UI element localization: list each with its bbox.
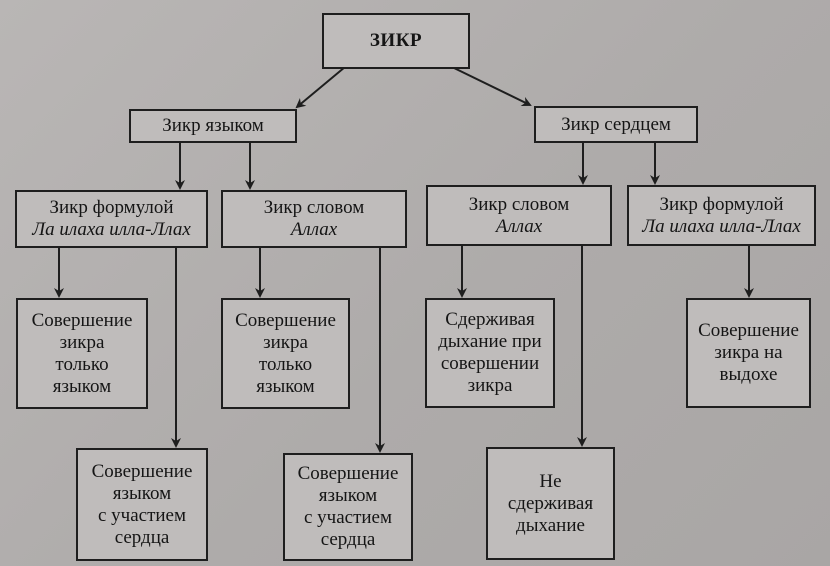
node-label: Зикр языком <box>162 115 264 136</box>
node-label: Зикр сердцем <box>561 113 671 135</box>
node-leaf-a: Совершение зикра только языком <box>16 298 148 409</box>
node-zikr-root: ЗИКР <box>322 13 470 69</box>
node-line: зикра <box>263 331 308 353</box>
node-zikr-heart: Зикр сердцем <box>534 106 698 143</box>
node-line: только <box>55 353 109 375</box>
node-label-italic: Аллах <box>495 215 543 237</box>
node-line: Совершение <box>297 463 399 484</box>
node-line: Совершение <box>698 320 799 341</box>
node-tongue-formula: Зикр формулой Ла илаха илла-Ллах <box>15 190 208 248</box>
node-leaf-f: Совершение языком с участием сердца <box>283 453 413 561</box>
node-label-italic: Ла илаха илла-Ллах <box>32 219 191 240</box>
node-line: зикра <box>467 375 513 396</box>
node-line: языком <box>318 485 378 506</box>
node-label-italic: Ла илаха илла-Ллах <box>642 215 801 237</box>
node-line: зикра <box>59 331 105 353</box>
node-line: сердца <box>320 529 376 550</box>
node-heart-word: Зикр словом Аллах <box>426 185 612 246</box>
node-line: с участием <box>303 507 393 528</box>
node-line: языком <box>256 375 315 397</box>
node-label: Зикр формулой <box>659 193 784 215</box>
node-label: Зикр словом <box>468 193 570 215</box>
node-line: языком <box>52 375 112 397</box>
node-line: сдерживая <box>507 492 594 514</box>
node-line: Совершение <box>31 309 133 331</box>
node-leaf-d: Совершение зикра на выдохе <box>686 298 811 408</box>
node-line: дыхание <box>516 514 585 536</box>
node-line: с участием <box>97 504 187 526</box>
node-label: Зикр формулой <box>49 197 174 218</box>
node-heart-formula: Зикр формулой Ла илаха илла-Ллах <box>627 185 816 246</box>
node-line: Совершение <box>235 309 336 331</box>
node-label: ЗИКР <box>369 30 423 51</box>
node-line: совершении <box>440 353 540 374</box>
arrow-root-to-tongue <box>295 66 346 109</box>
arrow-root-to-heart <box>451 66 532 106</box>
node-tongue-word: Зикр словом Аллах <box>221 190 407 248</box>
node-line: Совершение <box>91 460 193 482</box>
node-leaf-b: Совершение зикра только языком <box>221 298 350 409</box>
node-line: выдохе <box>719 364 778 385</box>
node-line: сердца <box>114 526 170 548</box>
node-label-italic: Аллах <box>290 219 338 240</box>
node-line: Сдерживая <box>445 309 535 330</box>
node-line: Не <box>539 470 562 492</box>
node-line: только <box>258 353 313 375</box>
node-zikr-tongue: Зикр языком <box>129 109 297 143</box>
node-leaf-e: Совершение языком с участием сердца <box>76 448 208 561</box>
node-line: дыхание при <box>438 331 542 352</box>
node-leaf-c: Сдерживая дыхание при совершении зикра <box>425 298 555 408</box>
node-leaf-g: Не сдерживая дыхание <box>486 447 615 560</box>
node-line: зикра на <box>714 342 783 363</box>
node-line: языком <box>112 482 172 504</box>
node-label: Зикр словом <box>263 197 365 218</box>
